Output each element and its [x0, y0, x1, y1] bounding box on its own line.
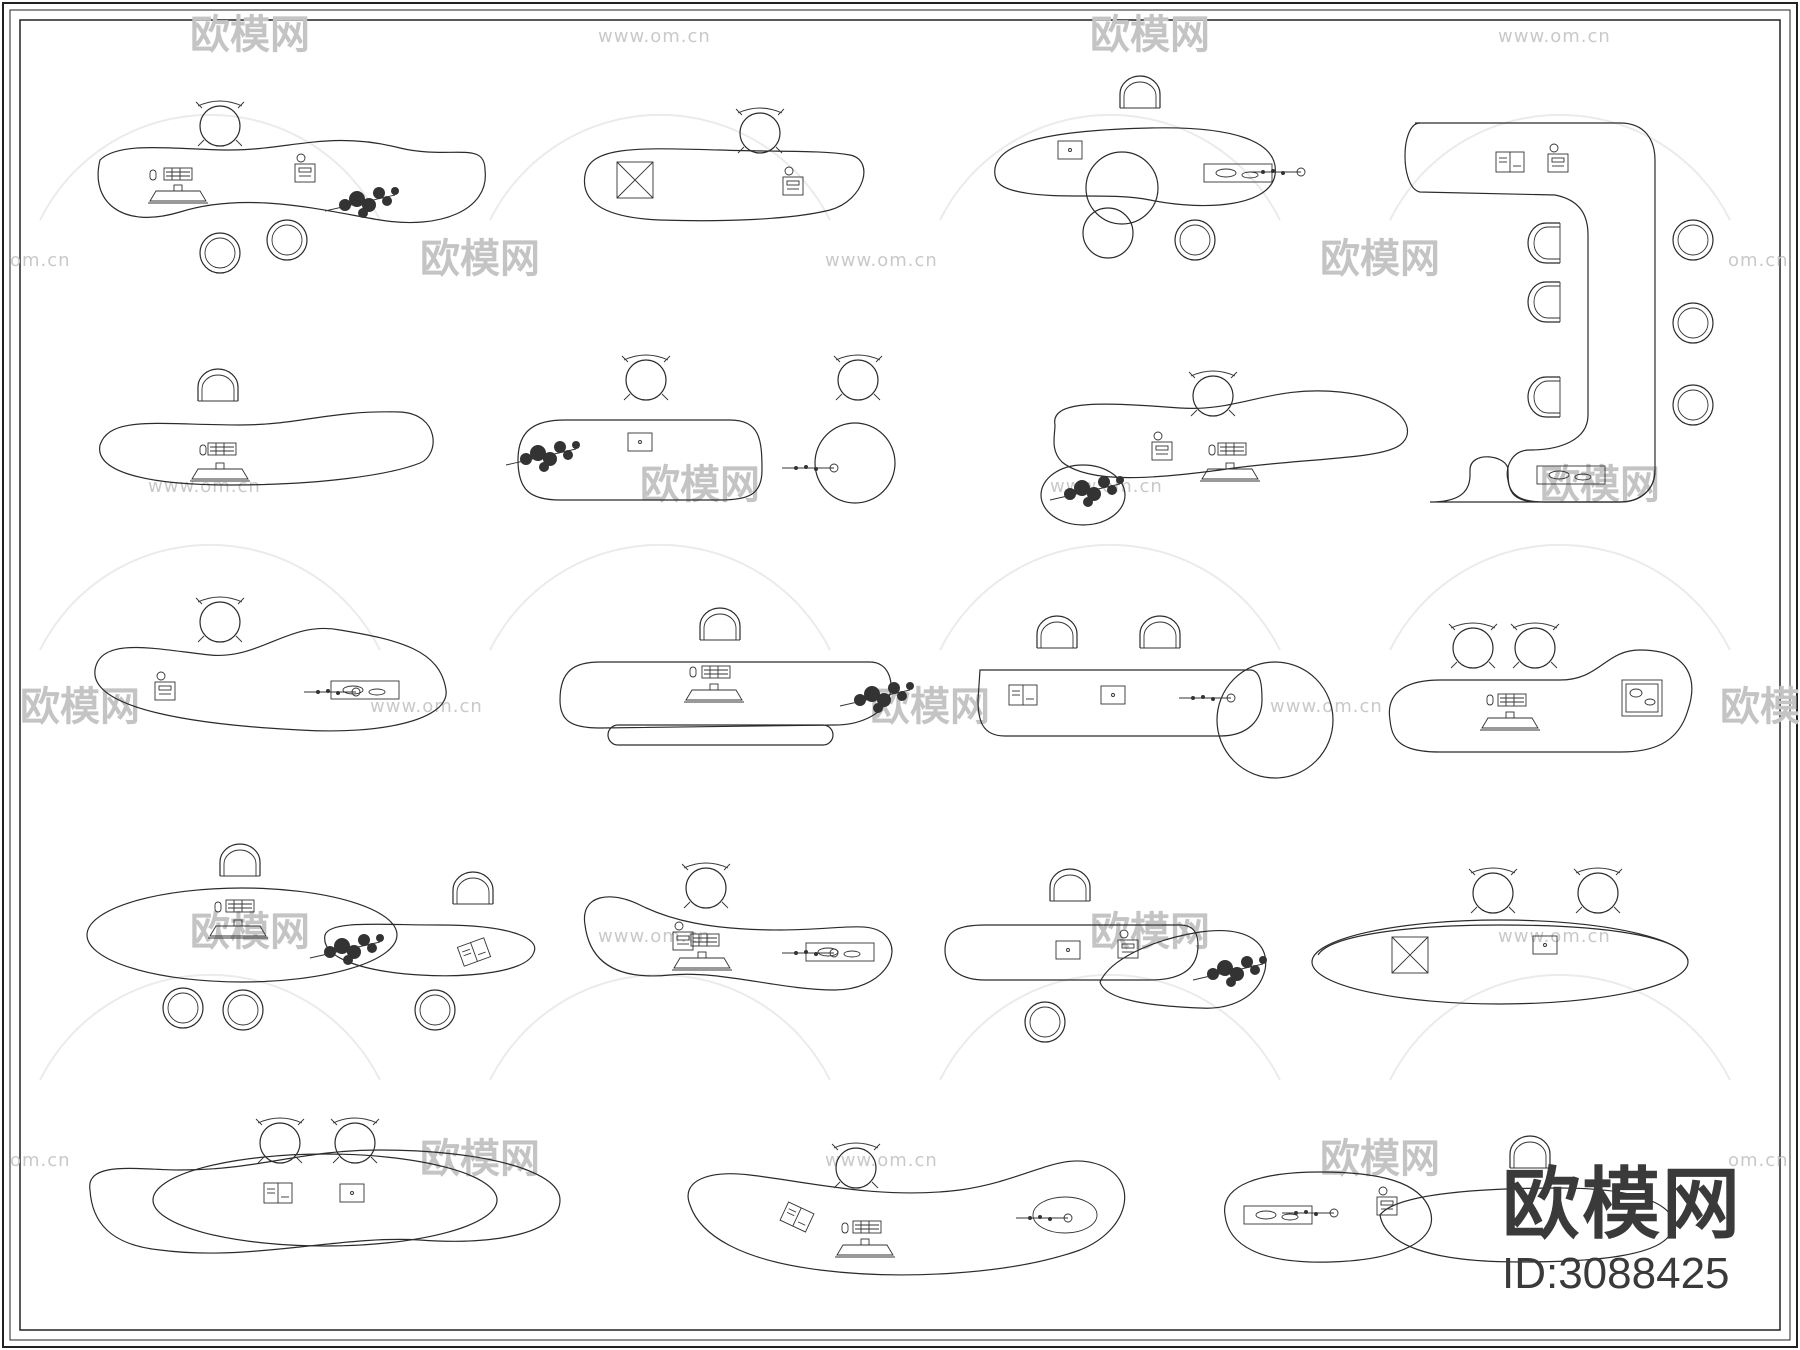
desk-17 [687, 1142, 1126, 1276]
watermark-logo-text: 欧模网 [420, 1136, 540, 1182]
desk-16 [89, 1117, 561, 1254]
desk-18 [1224, 1135, 1674, 1263]
watermark-short-url-text: om.cn [1728, 1150, 1789, 1171]
desk-11 [1388, 622, 1693, 753]
desk-8 [94, 596, 447, 732]
desk-3 [994, 75, 1306, 261]
watermark-logo-text: 欧模网 [190, 12, 310, 58]
watermark-short-url-text: om.cn [10, 1150, 71, 1171]
watermark-url-text: www.om.cn [1498, 26, 1611, 47]
watermark-logos: 欧模网 欧模网 欧模网 欧模网 欧模网 欧模网 欧模网 欧模网 欧模网 欧模网 … [20, 12, 1800, 1182]
watermark-url-text: www.om.cn [825, 1150, 938, 1171]
watermark-logo-text: 欧模网 [1090, 909, 1210, 955]
desk-15 [1311, 867, 1689, 1005]
watermark-url-text: www.om.cn [598, 926, 711, 947]
watermark-logo-text: 欧模网 [870, 684, 990, 730]
desk-5 [99, 368, 434, 486]
watermark-logo-text: 欧模网 [1320, 1136, 1440, 1182]
desk-1 [97, 100, 486, 274]
watermark-url-text: www.om.cn [598, 26, 711, 47]
desk-7 [1040, 370, 1409, 526]
watermark-logo-text: 欧模网 [420, 236, 540, 282]
watermark-url-text: www.om.cn [370, 696, 483, 717]
watermark-logo-text: 欧模网 [20, 684, 140, 730]
desk-14 [944, 868, 1268, 1043]
watermark-logo-text: 欧模网 [1540, 462, 1660, 508]
desk-13 [583, 862, 893, 991]
watermark-url-text: www.om.cn [1498, 926, 1611, 947]
desk-12 [86, 843, 536, 1031]
watermark-short-url-text: om.cn [10, 250, 71, 271]
watermark-url-text: www.om.cn [1270, 696, 1383, 717]
watermark-url-text: www.om.cn [825, 250, 938, 271]
watermark-logo-text: 欧模网 [1320, 236, 1440, 282]
desk-6 [505, 354, 896, 504]
desk-4 [1404, 122, 1714, 503]
watermark-logo-text: 欧模网 [1090, 12, 1210, 58]
desk-2 [583, 107, 865, 222]
desk-10 [977, 615, 1334, 779]
watermark-logo-text: 欧模网 [1720, 684, 1800, 730]
brand-id: ID:3088425 [1501, 1248, 1730, 1298]
watermark-logo-text: 欧模网 [640, 462, 760, 508]
watermark-urls: www.om.cn www.om.cn www.om.cn www.om.cn … [10, 26, 1789, 1171]
desk-9 [559, 607, 915, 746]
watermark-logo-text: 欧模网 [190, 909, 310, 955]
watermark-short-url-text: om.cn [1728, 250, 1789, 271]
brand-block: 欧模网 ID:3088425 [1502, 1166, 1742, 1298]
brand-name: 欧模网 [1501, 1159, 1742, 1250]
